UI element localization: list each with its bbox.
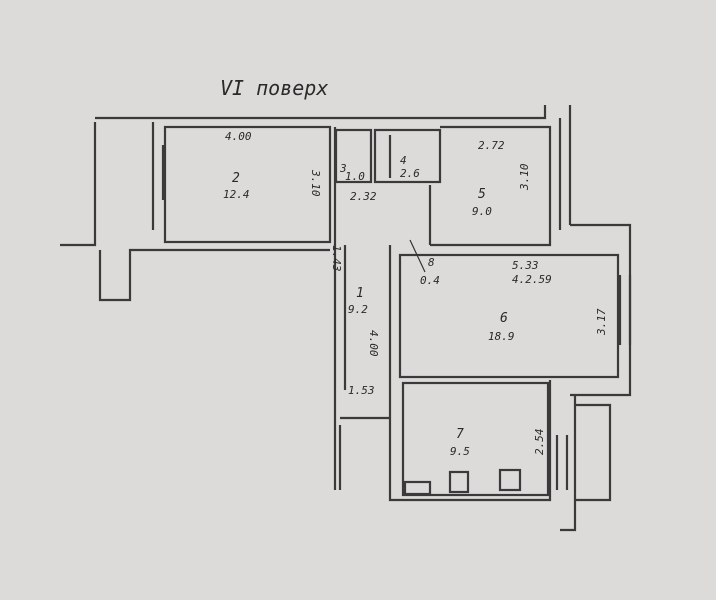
room-2-depth: 3.10 [309,169,322,197]
room-6-number: 6 [500,311,508,326]
room-1-number: 1 [356,286,364,301]
floor-title: VI поверх [220,76,328,100]
room-2-area: 12.4 [223,188,250,201]
room-6-area: 18.9 [488,330,515,343]
room-7-number: 7 [456,427,464,442]
room-5-width: 2.72 [478,139,505,152]
room-3-area: 1.0 [345,170,365,183]
room-8-area: 0.4 [420,274,440,287]
hall-length: 4.00 [367,330,380,357]
hall-width: 1.53 [348,384,375,397]
room-2-width: 4.00 [225,130,252,143]
room-4-area: 2.6 [400,167,420,180]
room-6-width: 5.33 [512,259,539,272]
room-1-area: 9.2 [348,303,368,316]
room-8-number: 8 [428,256,435,269]
room-7-area: 9.5 [450,445,470,458]
room-2-number: 2 [232,171,240,186]
room-7-depth: 2.54 [533,429,546,456]
hall-side: 1.43 [330,245,343,272]
room-5-depth: 3.10 [518,163,531,191]
corridor-width: 2.32 [350,190,377,203]
room-6-width-2: 4.2.59 [512,273,552,286]
room-4-number: 4 [400,154,407,167]
walls [60,105,632,532]
room-3-number: 3 [339,162,347,175]
room-6-depth: 3.17 [595,308,608,336]
room-5-area: 9.0 [472,205,492,218]
room-5-number: 5 [478,187,486,202]
